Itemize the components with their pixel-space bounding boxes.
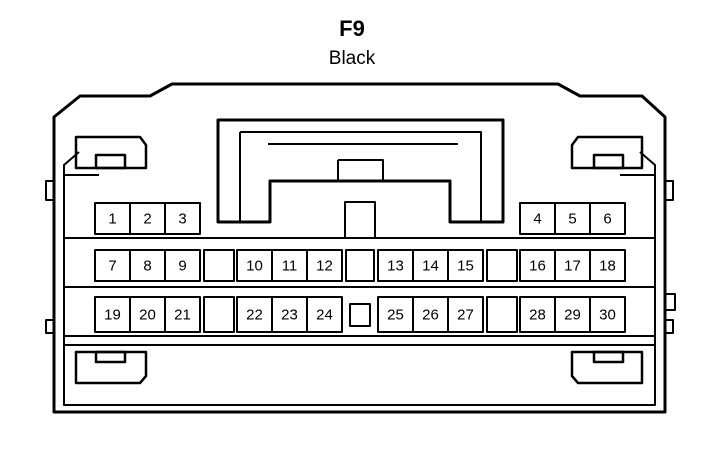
pin-number: 2: [143, 211, 151, 228]
pin-cavity: [164, 202, 201, 235]
row-rails: [64, 237, 655, 346]
pin-11: 11: [271, 249, 308, 282]
pin-5: 5: [554, 202, 591, 235]
pin-27: 27: [447, 296, 484, 333]
latch-top-left: [74, 135, 148, 170]
center-key: [344, 201, 376, 327]
pin-2: 2: [129, 202, 166, 235]
latch-bottom-left: [74, 350, 148, 385]
pin-4: 4: [519, 202, 556, 235]
pin-7: 7: [94, 249, 131, 282]
pin-number: 23: [281, 307, 298, 324]
pin-number: 15: [457, 258, 474, 275]
pin-cavity: [447, 249, 484, 282]
pin-26: 26: [412, 296, 449, 333]
pin-number: 11: [282, 258, 298, 275]
pin-number: 16: [529, 258, 546, 275]
pin-number: 13: [387, 258, 404, 275]
pin-8: 8: [129, 249, 166, 282]
pin-number: 6: [603, 211, 611, 228]
pin-number: 12: [316, 258, 333, 275]
pin-number: 5: [568, 211, 576, 228]
pin-number: 8: [143, 258, 151, 275]
pin-3: 3: [164, 202, 201, 235]
pin-cavity: [306, 249, 343, 282]
pin-18: 18: [589, 249, 626, 282]
pin-16: 16: [519, 249, 556, 282]
pin-number: 7: [108, 258, 116, 275]
pin-cavity: [589, 296, 626, 333]
blank-cavities: [203, 249, 518, 333]
pin-cavity: [164, 296, 201, 333]
pin-6: 6: [589, 202, 626, 235]
inner-frame: [63, 151, 656, 406]
pin-24: 24: [306, 296, 343, 333]
pin-10: 10: [236, 249, 273, 282]
connector-housing: [52, 82, 667, 414]
pin-number: 27: [457, 307, 474, 324]
pin-number: 3: [178, 211, 186, 228]
pin-1: 1: [94, 202, 131, 235]
pin-number: 30: [599, 307, 616, 324]
pin-number: 19: [104, 307, 121, 324]
pin-number: 26: [422, 307, 439, 324]
pin-number: 20: [139, 307, 156, 324]
pin-number: 9: [178, 258, 186, 275]
pin-30: 30: [589, 296, 626, 333]
pin-22: 22: [236, 296, 273, 333]
pin-cavity: [306, 296, 343, 333]
latch-top-right: [570, 135, 644, 170]
pin-number: 29: [564, 307, 581, 324]
pin-cavity: [589, 202, 626, 235]
connector-color: Black: [328, 48, 376, 69]
pin-14: 14: [412, 249, 449, 282]
pin-28: 28: [519, 296, 556, 333]
pin-17: 17: [554, 249, 591, 282]
pin-25: 25: [377, 296, 414, 333]
pin-cavity: [164, 249, 201, 282]
connector-code: F9: [339, 16, 365, 41]
latch-bottom-right: [570, 350, 644, 385]
pin-9: 9: [164, 249, 201, 282]
top-lock: [216, 118, 505, 224]
pin-number: 18: [599, 258, 616, 275]
pin-23: 23: [271, 296, 308, 333]
pin-15: 15: [447, 249, 484, 282]
pin-cavity: [589, 249, 626, 282]
pin-number: 4: [533, 211, 541, 228]
side-tabs: [45, 180, 676, 334]
pin-number: 25: [387, 307, 404, 324]
pin-number: 21: [174, 307, 191, 324]
pin-21: 21: [164, 296, 201, 333]
pin-number: 17: [564, 258, 581, 275]
pin-number: 24: [316, 307, 333, 324]
pin-number: 28: [529, 307, 546, 324]
pin-19: 19: [94, 296, 131, 333]
pin-29: 29: [554, 296, 591, 333]
pin-number: 10: [246, 258, 263, 275]
pin-cavity: [447, 296, 484, 333]
pin-number: 22: [246, 307, 263, 324]
pin-12: 12: [306, 249, 343, 282]
pin-number: 1: [108, 211, 116, 228]
pin-13: 13: [377, 249, 414, 282]
pin-number: 14: [422, 258, 439, 275]
pin-20: 20: [129, 296, 166, 333]
